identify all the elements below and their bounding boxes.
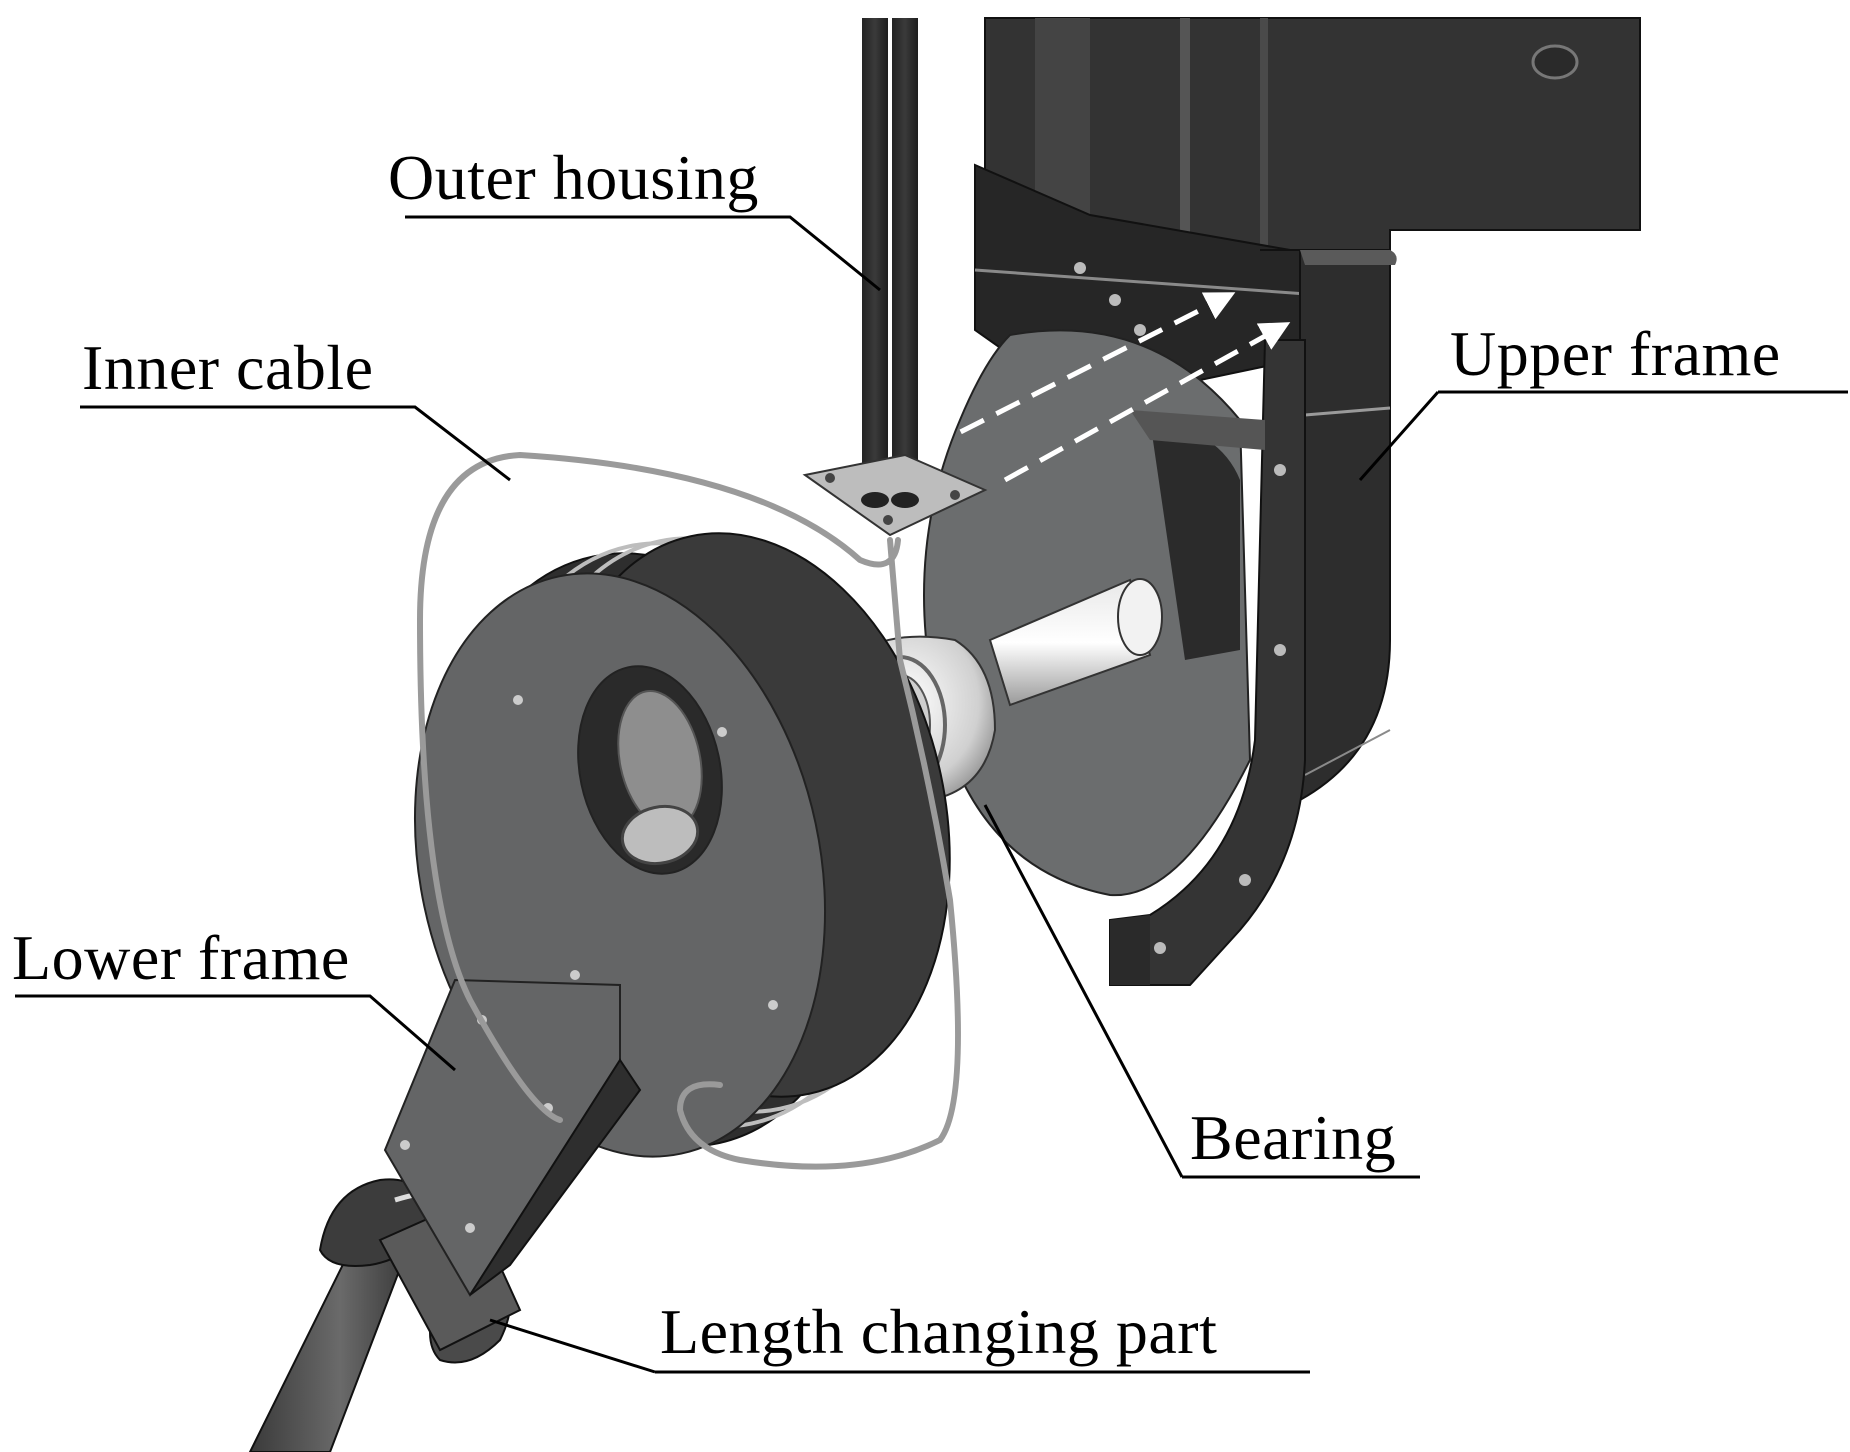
inner-cable [416, 451, 961, 1170]
shaft [988, 578, 1163, 707]
leader-upper-frame [1358, 390, 1848, 481]
leader-inner-cable [80, 405, 511, 482]
label-bearing: Bearing [1190, 1102, 1397, 1173]
label-outer-housing: Outer housing [388, 142, 759, 213]
leader-length-changing [489, 1318, 1310, 1374]
assembly-arrow-2 [1003, 322, 1291, 483]
assembly-arrows [923, 292, 1291, 483]
leader-outer-housing [405, 215, 881, 292]
leader-lower-frame [15, 994, 456, 1072]
lower-frame-part [383, 532, 951, 1297]
assembly-arrow-1 [923, 292, 1236, 453]
label-length-changing-part: Length changing part [660, 1296, 1218, 1367]
leader-bearing [983, 804, 1420, 1179]
label-inner-cable: Inner cable [82, 332, 374, 403]
leader-lines [15, 215, 1848, 1374]
label-upper-frame: Upper frame [1450, 318, 1781, 389]
label-lower-frame: Lower frame [12, 922, 350, 993]
outer-housing-part [802, 18, 988, 537]
length-changing-part [318, 1178, 522, 1364]
